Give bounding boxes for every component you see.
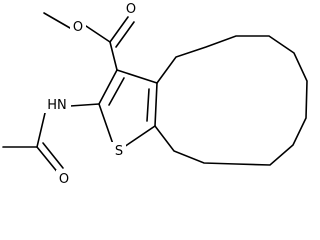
bond-carbonyl-o-double-b: [115, 21, 135, 48]
bond-c7a-c3a-inner: [146, 88, 150, 122]
amide-carbonyl-oxygen-label: O: [59, 172, 69, 186]
ester-ether-oxygen: O: [70, 18, 86, 35]
bond-amide-c-o-double-b: [42, 142, 64, 169]
bond-n-amide-c: [36, 112, 46, 148]
bond-c2-s: [98, 103, 115, 148]
thiophene-sulfur-label: S: [115, 144, 123, 159]
bonds: [2, 12, 308, 175]
ester-carbonyl-oxygen-label: O: [126, 2, 136, 17]
bond-macrocycle: [154, 35, 308, 166]
amide-nitrogen-label: HN: [47, 98, 67, 113]
bond-carbonyl-o-double-a: [109, 16, 129, 43]
bond-c3a-c3: [116, 69, 158, 84]
bond-c3-c2: [98, 69, 118, 105]
bond-s-c7a: [123, 125, 156, 148]
amide-nitrogen: HN: [43, 96, 71, 113]
bond-methyl-o: [43, 12, 71, 29]
ester-ether-oxygen-label: O: [73, 20, 83, 35]
bond-o-carbonyl: [85, 25, 111, 43]
bond-c2-n: [69, 103, 100, 107]
bond-c7a-c3a: [154, 82, 158, 127]
bond-c3-c2-inner: [108, 77, 125, 106]
chemical-structure-diagram: O O HN O S: [2, 0, 308, 186]
bond-amide-c-o-double-a: [36, 146, 60, 175]
thiophene-sulfur: S: [111, 142, 126, 159]
atom-labels: O O HN O S: [43, 0, 138, 186]
bond-carbonyl-ring: [109, 41, 118, 71]
ester-carbonyl-oxygen: O: [124, 0, 138, 17]
amide-carbonyl-oxygen: O: [56, 170, 71, 186]
